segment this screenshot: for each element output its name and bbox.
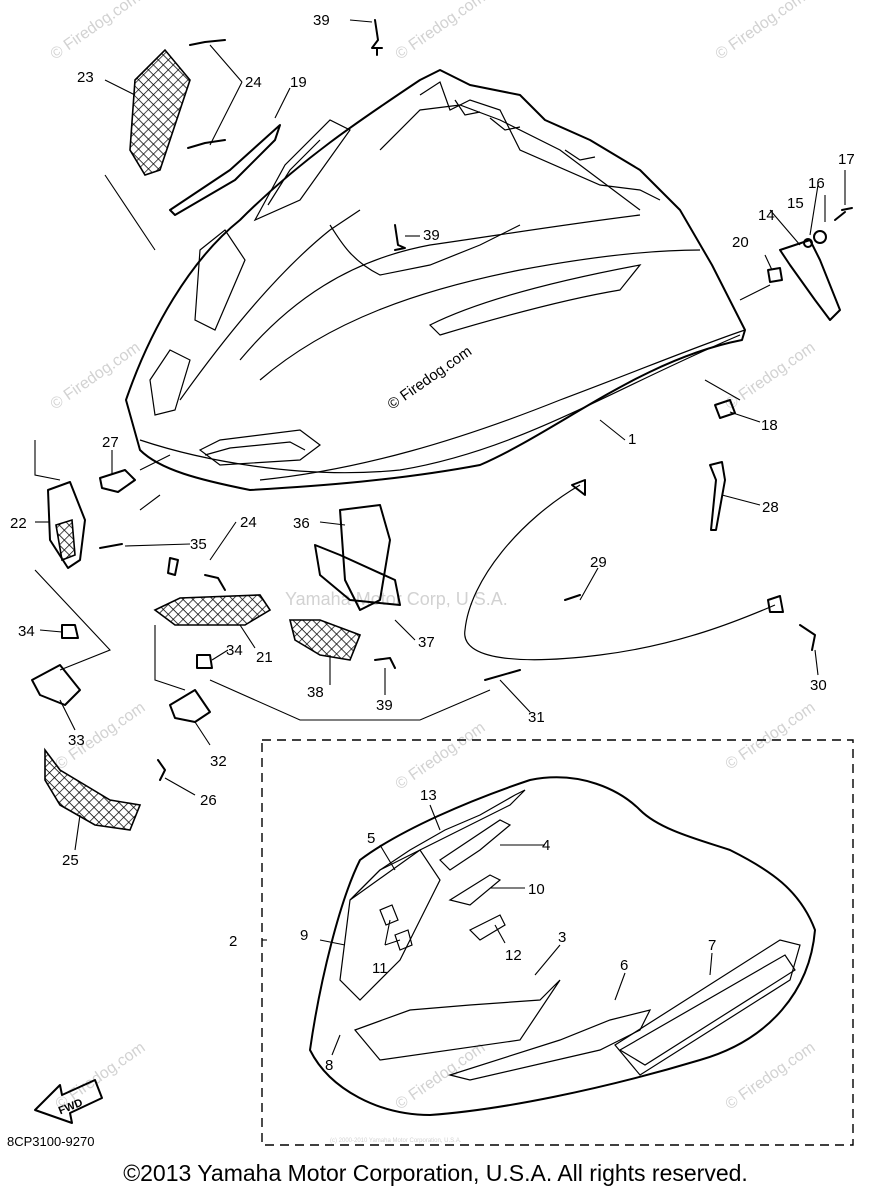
callout-label: 25 [62,852,79,869]
callout-label: 15 [787,195,804,212]
callout-label: 19 [290,74,307,91]
callout-label: 34 [18,623,35,640]
callout-label: 39 [423,227,440,244]
callout-label: 10 [528,881,545,898]
callout-label: 27 [102,434,119,451]
callout-label: 14 [758,207,775,224]
watermark: © Firedog.com [48,0,144,63]
watermark: © Firedog.com [723,1039,819,1113]
callout-label: 23 [77,69,94,86]
callout-label: 34 [226,642,243,659]
callout-label: 38 [307,684,324,701]
callout-label: 33 [68,732,85,749]
leader-lines [34,19,846,1056]
callout-label: 6 [620,957,628,974]
watermark: (c) 2000-2010 Yamaha Motor Corporation, … [330,1138,462,1144]
callout-label: 24 [245,74,262,91]
callout-label: 5 [367,830,375,847]
small-parts [31,19,853,831]
callout-label: 2 [229,933,237,950]
callout-label: 4 [542,837,550,854]
watermark: © Firedog.com [393,1039,489,1113]
callout-label: 22 [10,515,27,532]
watermark: © Firedog.com [48,339,144,413]
callout-label: 21 [256,649,273,666]
callout-label: 30 [810,677,827,694]
watermark: © Firedog.com [393,0,489,63]
diagram-code: 8CP3100-9270 [7,1134,94,1149]
watermark: © Firedog.com [53,699,149,773]
cover-part-2 [309,776,816,1116]
callout-label: 31 [528,709,545,726]
callout-label: 18 [761,417,778,434]
watermark: © Firedog.com [723,339,819,413]
callout-label: 16 [808,175,825,192]
callout-label: 32 [210,753,227,770]
callout-label: 17 [838,151,855,168]
callouts: 1 2 3 4 5 6 7 8 9 10 11 12 13 14 15 16 1… [10,12,855,1074]
callout-label: 37 [418,634,435,651]
callout-label: 13 [420,787,437,804]
watermark-main: © Firedog.com [385,343,476,413]
callout-label: 8 [325,1057,333,1074]
callout-label: 12 [505,947,522,964]
callout-label: 1 [628,431,636,448]
watermark: © Firedog.com [713,0,809,63]
hood-part-1 [125,69,746,491]
callout-label: 11 [372,960,388,977]
callout-label: 26 [200,792,217,809]
watermark: © Firedog.com [393,719,489,793]
callout-label: 36 [293,515,310,532]
callout-label: 9 [300,927,308,944]
callout-label: 24 [240,514,257,531]
copyright-footer: ©2013 Yamaha Motor Corporation, U.S.A. A… [123,1160,748,1186]
watermark: Yamaha Motor Corp, U.S.A. [285,589,508,609]
callout-label: 7 [708,937,716,954]
callout-label: 39 [376,697,393,714]
watermark-layer: © Firedog.com © Firedog.com © Firedog.co… [48,0,819,1144]
callout-label: 29 [590,554,607,571]
watermark: © Firedog.com [723,699,819,773]
callout-label: 35 [190,536,207,553]
callout-label: 20 [732,234,749,251]
callout-label: 3 [558,929,566,946]
callout-label: 39 [313,12,330,29]
callout-label: 28 [762,499,779,516]
subassembly-box [261,739,854,1146]
